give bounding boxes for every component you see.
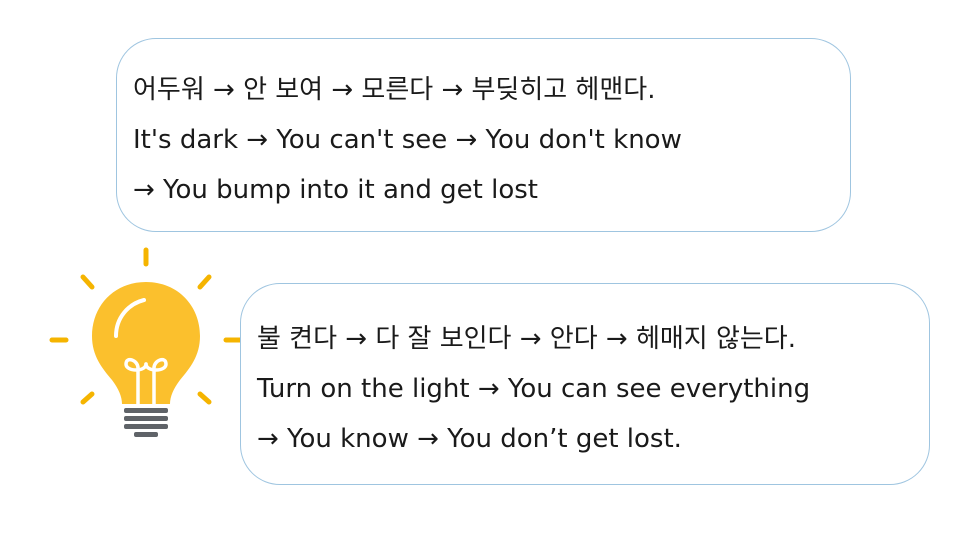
- speech-bubble-light: 불 켠다 → 다 잘 보인다 → 안다 → 헤매지 않는다. Turn on t…: [240, 283, 930, 485]
- english-light-text-line1: Turn on the light → You can see everythi…: [257, 374, 811, 404]
- light-rays: [49, 247, 243, 405]
- english-light-text-line2: → You know → You don’t get lost.: [257, 424, 682, 454]
- english-dark-text-line2: → You bump into it and get lost: [133, 175, 538, 205]
- speech-bubble-dark: 어두워 → 안 보여 → 모른다 → 부딪히고 헤맨다. It's dark →…: [116, 38, 851, 232]
- light-bulb-icon: [46, 244, 246, 448]
- bulb-glass: [92, 282, 200, 404]
- bulb-filament: [124, 357, 168, 406]
- english-dark-text-line1: It's dark → You can't see → You don't kn…: [133, 125, 682, 155]
- bulb-base: [124, 408, 168, 437]
- korean-dark-text: 어두워 → 안 보여 → 모른다 → 부딪히고 헤맨다.: [133, 75, 656, 105]
- korean-light-text: 불 켠다 → 다 잘 보인다 → 안다 → 헤매지 않는다.: [257, 324, 796, 354]
